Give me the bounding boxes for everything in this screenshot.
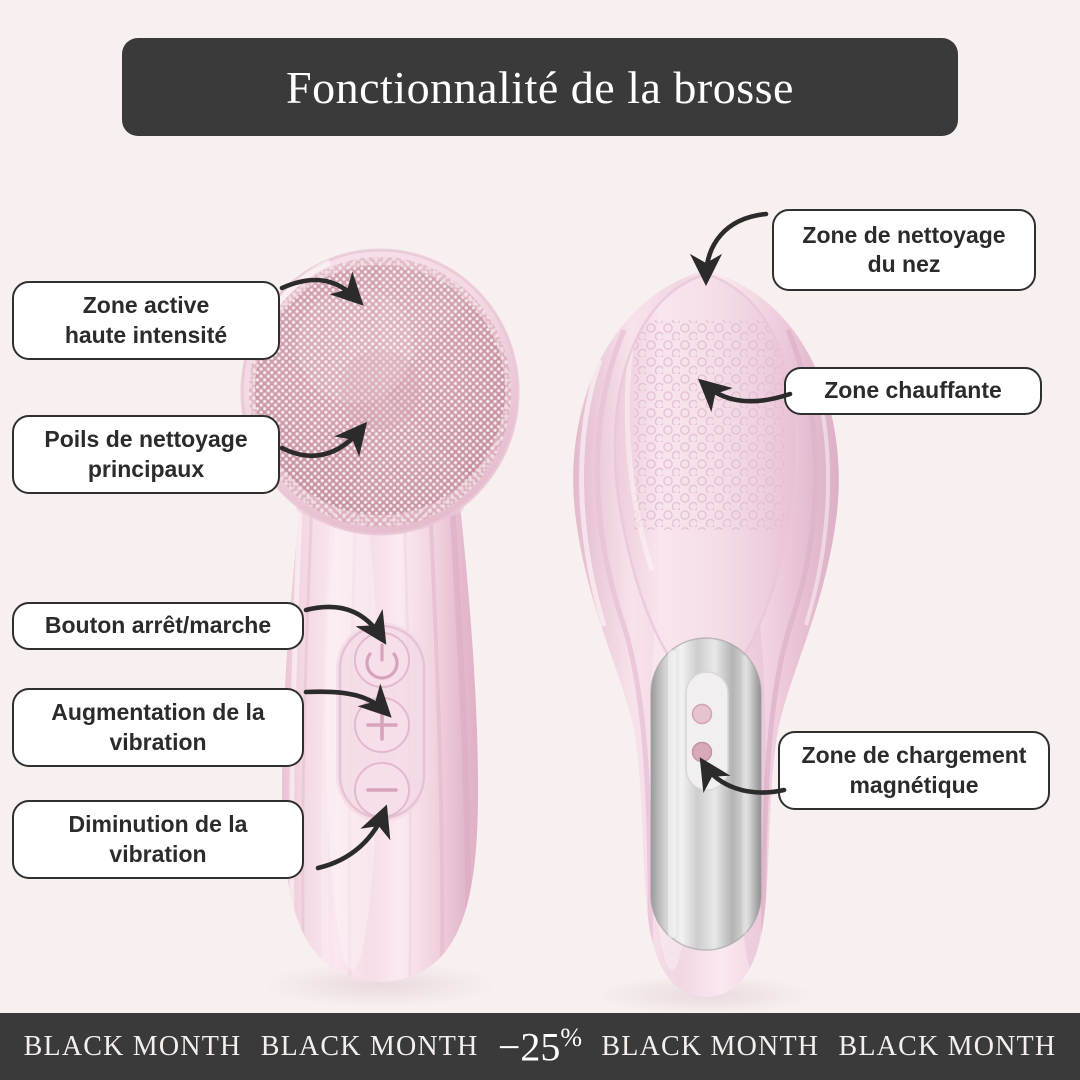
callout-augmentation-vibration[interactable]: Augmentation de la vibration bbox=[12, 688, 304, 767]
callout-bouton-arret-marche[interactable]: Bouton arrêt/marche bbox=[12, 602, 304, 650]
callout-zone-active[interactable]: Zone active haute intensité bbox=[12, 281, 280, 360]
callout-bouton-arret-marche-text: Bouton arrêt/marche bbox=[44, 612, 272, 639]
callout-zone-nettoyage-nez-text: Zone de nettoyage du nez bbox=[802, 221, 1006, 277]
callout-zone-active-text: Zone active haute intensité bbox=[64, 292, 228, 348]
callout-diminution-vibration-text: Diminution de la vibration bbox=[68, 811, 248, 867]
callout-zone-chargement-text: Zone de chargement magnétique bbox=[801, 742, 1027, 798]
promo-text-2: BLACK MONTH bbox=[260, 1030, 479, 1062]
device-back-view bbox=[573, 270, 839, 997]
promo-discount-value: −25 bbox=[497, 1024, 561, 1070]
promo-text-1: BLACK MONTH bbox=[23, 1030, 242, 1062]
callout-augmentation-vibration-text: Augmentation de la vibration bbox=[51, 699, 265, 755]
callout-zone-chauffante[interactable]: Zone chauffante bbox=[784, 367, 1042, 415]
page-title: Fonctionnalité de la brosse bbox=[286, 61, 794, 113]
callout-poils-nettoyage[interactable]: Poils de nettoyage principaux bbox=[12, 415, 280, 494]
device-front-view bbox=[240, 248, 520, 982]
magnetic-charging-plate bbox=[650, 637, 762, 951]
promo-text-3: BLACK MONTH bbox=[601, 1030, 820, 1062]
button-panel-front bbox=[336, 622, 428, 822]
callout-zone-nettoyage-nez[interactable]: Zone de nettoyage du nez bbox=[772, 209, 1036, 291]
promo-discount: −25% bbox=[498, 1023, 582, 1070]
callout-zone-chargement[interactable]: Zone de chargement magnétique bbox=[778, 731, 1050, 810]
page-title-bar: Fonctionnalité de la brosse bbox=[122, 38, 958, 136]
promo-footer: BLACK MONTH BLACK MONTH −25% BLACK MONTH… bbox=[0, 1013, 1080, 1080]
promo-text-4: BLACK MONTH bbox=[838, 1030, 1057, 1062]
callout-poils-nettoyage-text: Poils de nettoyage principaux bbox=[44, 426, 248, 482]
callout-zone-chauffante-text: Zone chauffante bbox=[824, 377, 1002, 404]
promo-discount-symbol: % bbox=[560, 1022, 583, 1052]
callout-diminution-vibration[interactable]: Diminution de la vibration bbox=[12, 800, 304, 879]
